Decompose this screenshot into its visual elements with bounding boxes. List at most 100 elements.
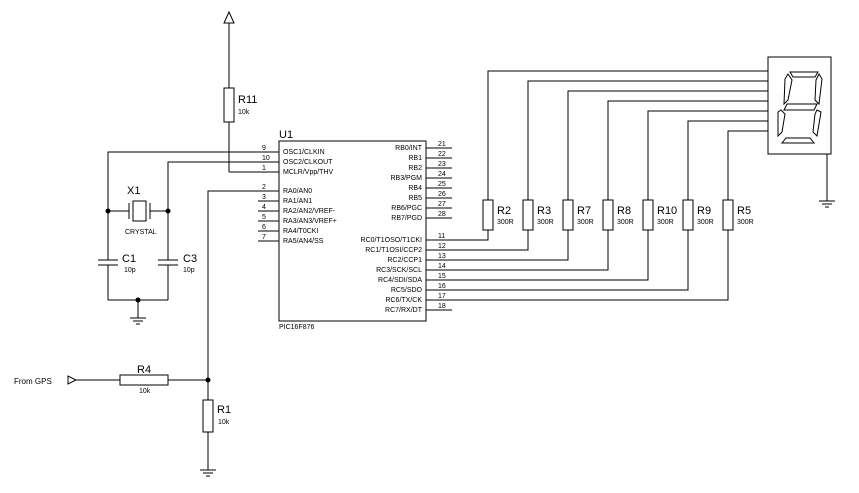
r1-resistor[interactable]: R1 10k	[202, 399, 231, 433]
pin-name: RC1/T1OSI/CCP2	[365, 247, 422, 254]
crystal-ref: X1	[127, 185, 140, 197]
segment-resistor-r3[interactable]: R3 300R	[452, 80, 768, 251]
pin-number: 7	[262, 234, 266, 241]
r11-value: 10k	[238, 109, 250, 116]
pin-number: 11	[438, 233, 445, 240]
pin-name: RA5/AN4/SS	[283, 238, 324, 245]
c1-ref: C1	[122, 253, 136, 265]
pin-name: RC5/SDO	[391, 287, 423, 294]
pin-number: 17	[438, 293, 446, 300]
resistor-value: 300R	[537, 219, 554, 226]
pin-name: RC6/TX/CK	[385, 297, 422, 304]
gps-input-port[interactable]: From GPS	[14, 375, 78, 386]
r4-value: 10k	[139, 388, 151, 395]
pin-number: 13	[438, 253, 446, 260]
resistor-ref: R2	[497, 205, 511, 217]
pin-name: RC0/T1OSO/T1CKI	[361, 237, 423, 244]
pin-name: RA1/AN1	[283, 198, 312, 205]
c3-ref: C3	[183, 253, 197, 265]
mcu-right-pins: 21RB0/INT22RB123RB224RB3/PGM25RB426RB527…	[361, 141, 452, 314]
r11-resistor[interactable]: R11 10k	[223, 87, 257, 123]
pin-number: 26	[438, 191, 446, 198]
resistor-ref: R7	[577, 205, 591, 217]
pin-number: 21	[438, 141, 446, 148]
capacitor-c3[interactable]: C3 10p	[158, 253, 197, 274]
pin-name: OSC1/CLKIN	[283, 149, 325, 156]
gps-port-label: From GPS	[14, 377, 52, 386]
pin-name: RB2	[408, 165, 422, 172]
ground-icon	[200, 432, 216, 477]
r4-resistor[interactable]: R4 10k	[119, 364, 169, 395]
pin-name: RB1	[408, 155, 422, 162]
resistor-ref: R10	[657, 205, 677, 217]
pin-number: 12	[438, 243, 446, 250]
pin-name: RC3/SCK/SCL	[376, 267, 422, 274]
pin-name: MCLR/Vpp/THV	[283, 169, 334, 176]
pin-number: 24	[438, 171, 446, 178]
resistor-ref: R3	[537, 205, 551, 217]
segment-resistor-r5[interactable]: R5 300R	[452, 130, 768, 301]
segment-resistor-r9[interactable]: R9 300R	[452, 120, 768, 291]
r1-ref: R1	[217, 404, 231, 416]
resistor-value: 300R	[497, 219, 514, 226]
pin-number: 2	[262, 184, 266, 191]
segment-resistor-r7[interactable]: R7 300R	[452, 90, 768, 261]
r4-ref: R4	[137, 364, 151, 376]
mcu-ref: U1	[279, 129, 293, 141]
capacitor-c1[interactable]: C1 10p	[98, 253, 136, 274]
pin-name: RC2/CCP1	[387, 257, 422, 264]
resistor-value: 300R	[737, 219, 754, 226]
segment-resistor-r2[interactable]: R2 300R	[452, 70, 768, 241]
resistor-ref: R5	[737, 205, 751, 217]
seven-segment-display[interactable]	[767, 56, 832, 155]
pin-name: RB5	[408, 195, 422, 202]
pin-number: 28	[438, 211, 446, 218]
mcu-u1[interactable]: U1 PIC16F876	[278, 129, 427, 331]
crystal-x1[interactable]: X1 CRYSTAL	[125, 185, 157, 236]
pin-number: 5	[262, 214, 266, 221]
pin-name: RA2/AN2/VREF-	[283, 208, 336, 215]
resistor-ref: R9	[697, 205, 711, 217]
pin-name: RA4/T0CKI	[283, 228, 318, 235]
c1-value: 10p	[124, 267, 136, 274]
pin-name: OSC2/CLKOUT	[283, 159, 333, 166]
pin-name: RB4	[408, 185, 422, 192]
pin-number: 14	[438, 263, 446, 270]
pin-name: RA0/AN0	[283, 188, 312, 195]
segment-digit-icon	[777, 71, 823, 144]
mcu-part: PIC16F876	[279, 324, 315, 331]
r11-ref: R11	[238, 94, 257, 106]
pin-number: 25	[438, 181, 446, 188]
pin-name: RB0/INT	[395, 145, 423, 152]
pin-name: RA3/AN3/VREF+	[283, 218, 337, 225]
ground-icon	[130, 300, 146, 325]
segment-resistor-r10[interactable]: R10 300R	[452, 110, 768, 281]
